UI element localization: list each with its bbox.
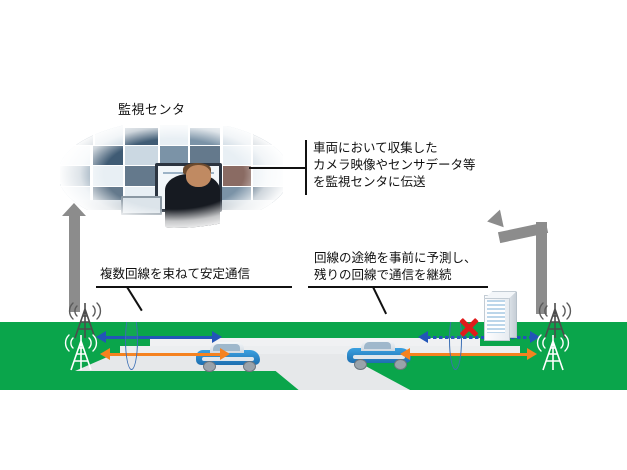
vehicle-1 (196, 342, 266, 372)
handover-zone-right (449, 322, 462, 370)
tower-right-upper (532, 300, 578, 340)
link-orange-left-shaft (109, 352, 221, 356)
callout-uplink-text: 車両において収集した カメラ映像やセンサデータ等 を監視センタに伝送 (313, 141, 476, 189)
link-blue-right-arrowhead-left-icon (418, 331, 428, 343)
link-blue-right-arrowhead-right-icon (530, 331, 540, 343)
link-orange-right-shaft (409, 352, 528, 356)
photo-vignette (58, 120, 290, 228)
link-blue-left-arrowhead-right-icon (212, 331, 222, 343)
callout-link-prediction-underline (308, 286, 488, 288)
video-wall-operator-photo (58, 120, 290, 228)
tower-left-lower (58, 332, 104, 372)
uplink-arrow-left-shaft (69, 212, 80, 312)
link-orange-left-arrowhead-left-icon (100, 348, 110, 360)
tower-left-upper (62, 300, 108, 340)
uplink-arrow-right-head-icon (485, 209, 504, 231)
link-blue-right-shaft (427, 335, 531, 339)
uplink-arrow-right-shaft (536, 222, 547, 314)
link-orange-right-arrowhead-left-icon (400, 348, 410, 360)
callout-link-prediction-leader-line (372, 286, 387, 315)
label-bundled-links-underline (96, 286, 292, 288)
link-orange-left-arrowhead-right-icon (220, 348, 230, 360)
label-bundled-links-leader-line (126, 286, 143, 312)
link-blue-left-arrowhead-left-icon (96, 331, 106, 343)
uplink-arrow-left-head-icon (62, 203, 86, 216)
vehicle-2 (347, 340, 417, 370)
road-scene (0, 322, 627, 390)
blocked-link-x-icon (458, 316, 480, 338)
callout-uplink-leader-line (249, 167, 306, 169)
link-blue-left-shaft (105, 335, 213, 339)
horizon-strip (0, 316, 627, 322)
handover-zone-left (125, 322, 138, 370)
monitoring-center-title: 監視センタ (118, 102, 186, 117)
obstacle-building (484, 291, 517, 341)
callout-uplink-bracket (305, 140, 307, 195)
right-tower-marker (538, 302, 546, 311)
callout-link-prediction-text: 回線の途絶を事前に予測し、 残りの回線で通信を継続 (314, 251, 477, 282)
tower-right-lower (530, 332, 576, 372)
link-orange-right-arrowhead-right-icon (527, 348, 537, 360)
label-bundled-links: 複数回線を束ねて安定通信 (100, 267, 251, 281)
